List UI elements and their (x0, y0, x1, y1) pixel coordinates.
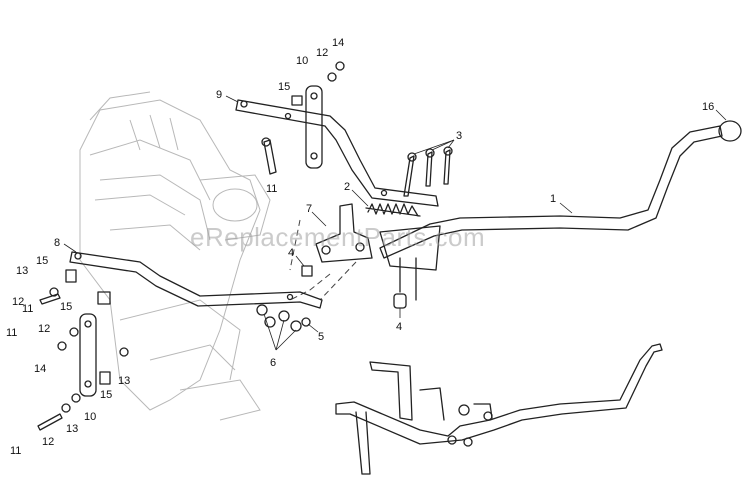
callout-15: 15 (278, 81, 290, 93)
callout-11: 11 (10, 445, 21, 457)
callout-15: 15 (36, 255, 48, 267)
callout-7: 7 (306, 203, 312, 215)
callout-5: 5 (318, 331, 324, 343)
callout-14: 14 (34, 363, 46, 375)
callout-10: 10 (296, 55, 308, 67)
dashed-connectors (289, 219, 357, 301)
callout-15: 15 (100, 389, 112, 401)
engine-ghost (79, 91, 271, 421)
callout-6: 6 (270, 357, 276, 369)
leader-lines (63, 95, 727, 351)
callout-13: 13 (118, 375, 130, 387)
callout-15: 15 (60, 301, 72, 313)
part-3-bolts (403, 146, 453, 197)
callout-11: 11 (266, 183, 277, 195)
part-8-lower-bar (69, 251, 323, 309)
callout-4: 4 (396, 321, 402, 333)
watermark: eReplacementParts.com (190, 222, 486, 252)
callout-12: 12 (12, 296, 24, 308)
callout-16: 16 (702, 101, 714, 113)
part-1-lever-handle (379, 120, 742, 259)
callout-14: 14 (332, 37, 344, 49)
callout-11: 11 (6, 327, 17, 339)
callout-11: 11 (22, 303, 33, 315)
callout-12: 12 (38, 323, 50, 335)
part-7-pivot-bracket (315, 203, 441, 271)
assembled-view (335, 343, 663, 475)
part-10-lower-bracket (37, 269, 129, 431)
callout-2: 2 (344, 181, 350, 193)
part-10-upper-bracket (305, 85, 323, 169)
callout-12: 12 (42, 436, 54, 448)
callout-9: 9 (216, 89, 222, 101)
callout-labels: 1 2 3 4 4 5 6 7 8 9 10 10 11 11 11 11 12… (6, 37, 714, 457)
callout-8: 8 (54, 237, 60, 249)
part-2-spring (365, 203, 421, 217)
part-9-upper-bar (235, 99, 439, 207)
callout-4: 4 (288, 247, 294, 259)
callout-1: 1 (550, 193, 556, 205)
callout-3: 3 (456, 130, 462, 142)
callout-13: 13 (16, 265, 28, 277)
callout-10: 10 (84, 411, 96, 423)
upper-hardware (261, 61, 345, 175)
callout-13: 13 (66, 423, 78, 435)
callout-12: 12 (316, 47, 328, 59)
